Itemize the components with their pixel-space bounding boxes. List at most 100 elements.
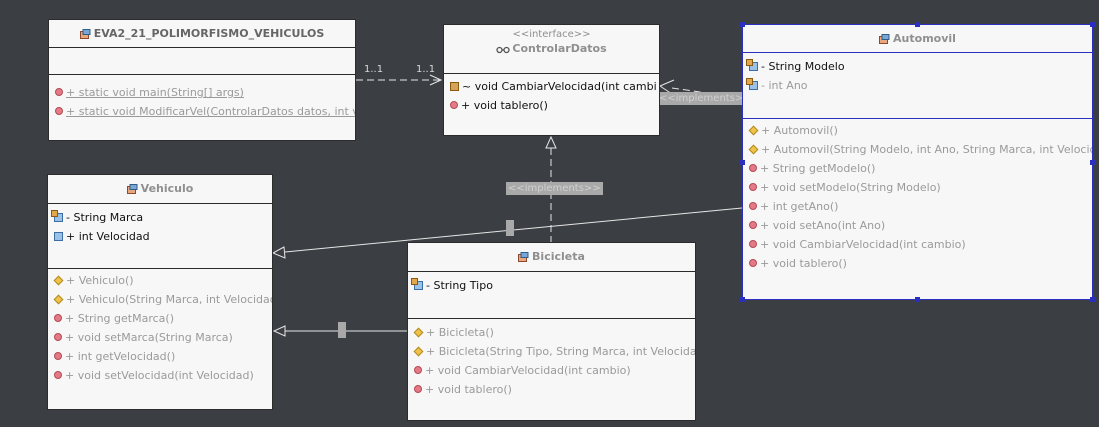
attributes-section — [49, 48, 355, 75]
method-row[interactable]: + int getVelocidad() — [48, 347, 272, 366]
field-icon — [51, 209, 63, 222]
interface-name: ControlarDatos — [512, 42, 607, 55]
constructor-icon — [413, 346, 424, 356]
bicicleta-extends-edge[interactable] — [272, 325, 407, 337]
method-icon — [55, 107, 63, 115]
class-icon — [79, 28, 91, 39]
dependency-edge[interactable] — [356, 74, 443, 86]
method-row[interactable]: + void tablero() — [408, 380, 695, 399]
method-icon — [54, 333, 62, 341]
selection-handle[interactable] — [740, 22, 745, 27]
method-row[interactable]: + Vehiculo(String Marca, int Velocidad — [48, 290, 272, 309]
field-icon — [746, 58, 758, 71]
selection-handle[interactable] — [1090, 22, 1095, 27]
method-row[interactable]: + Automovil(String Modelo, int Ano, Stri… — [743, 140, 1092, 159]
selection-handle[interactable] — [740, 160, 745, 165]
implements-label-bicicleta: <<implements>> — [506, 182, 603, 195]
methods-section: + static void main(String[] args) + stat… — [49, 75, 355, 123]
methods-section: ~ void CambiarVelocidad(int cambi + void… — [444, 74, 659, 117]
method-icon — [54, 314, 62, 322]
constructor-icon — [748, 144, 759, 154]
constructor-icon — [53, 275, 64, 285]
method-icon — [54, 352, 62, 360]
method-icon — [749, 202, 757, 210]
methods-section: + Vehiculo() + Vehiculo(String Marca, in… — [48, 269, 272, 387]
attributes-section: - String Modelo - int Ano — [743, 53, 1092, 119]
selection-handle[interactable] — [740, 297, 745, 302]
class-icon — [126, 183, 138, 194]
selection-handle[interactable] — [1090, 297, 1095, 302]
class-box-main[interactable]: EVA2_21_POLIMORFISMO_VEHICULOS + static … — [48, 19, 356, 141]
class-name: Bicicleta — [532, 250, 585, 263]
method-row[interactable]: + Bicicleta(String Tipo, String Marca, i… — [408, 342, 695, 361]
method-row[interactable]: + void setAno(int Ano) — [743, 216, 1092, 235]
class-icon — [518, 251, 529, 262]
class-name: EVA2_21_POLIMORFISMO_VEHICULOS — [93, 27, 325, 40]
class-header: Bicicleta — [408, 243, 695, 272]
edge-handle[interactable] — [338, 322, 346, 338]
constructor-icon — [413, 327, 424, 337]
class-header: Vehiculo — [48, 175, 272, 204]
field-icon — [54, 231, 63, 241]
class-name: Automovil — [893, 32, 956, 45]
class-box-vehiculo[interactable]: Vehiculo - String Marca + int Velocidad … — [47, 174, 273, 410]
method-row[interactable]: + void CambiarVelocidad(int cambio) — [743, 235, 1092, 254]
method-row[interactable]: + void setModelo(String Modelo) — [743, 178, 1092, 197]
class-header: EVA2_21_POLIMORFISMO_VEHICULOS — [49, 20, 355, 48]
selection-handle[interactable] — [915, 22, 920, 27]
method-row[interactable]: + String getMarca() — [48, 309, 272, 328]
method-row[interactable]: + int getAno() — [743, 197, 1092, 216]
multiplicity-source: 1..1 — [364, 64, 384, 75]
method-icon — [749, 240, 757, 248]
methods-section: + Bicicleta() + Bicicleta(String Tipo, S… — [408, 319, 695, 401]
selection-handle[interactable] — [1090, 160, 1095, 165]
interface-icon — [496, 44, 511, 54]
method-icon — [749, 183, 757, 191]
class-icon — [879, 33, 890, 44]
selection-handle[interactable] — [915, 297, 920, 302]
method-row[interactable]: + static void main(String[] args) — [49, 83, 355, 102]
class-header: Automovil — [743, 25, 1092, 53]
attribute-row[interactable]: - String Modelo — [743, 57, 1092, 76]
class-box-bicicleta[interactable]: Bicicleta - String Tipo + Bicicleta() + … — [407, 242, 696, 421]
method-row[interactable]: + static void ModificarVel(ControlarDato… — [49, 102, 355, 121]
method-icon — [749, 221, 757, 229]
edge-handle[interactable] — [506, 220, 514, 236]
method-icon — [749, 259, 757, 267]
method-row[interactable]: + void CambiarVelocidad(int cambio) — [408, 361, 695, 380]
constructor-icon — [53, 294, 64, 304]
method-row[interactable]: + String getModelo() — [743, 159, 1092, 178]
attributes-section: - String Marca + int Velocidad — [48, 204, 272, 269]
interface-header: <<interface>> ControlarDatos — [444, 29, 659, 74]
method-row[interactable]: + Vehiculo() — [48, 271, 272, 290]
field-icon — [411, 277, 423, 290]
method-row[interactable]: ~ void CambiarVelocidad(int cambi — [444, 77, 659, 96]
attributes-section: - String Tipo — [408, 272, 695, 319]
method-row[interactable]: + Automovil() — [743, 121, 1092, 140]
attribute-row[interactable]: + int Velocidad — [48, 227, 272, 246]
method-row[interactable]: + void setMarca(String Marca) — [48, 328, 272, 347]
methods-section: + Automovil() + Automovil(String Modelo,… — [743, 119, 1092, 275]
method-row[interactable]: + void tablero() — [444, 96, 659, 115]
method-icon — [450, 101, 458, 109]
method-row[interactable]: + Bicicleta() — [408, 323, 695, 342]
field-icon — [746, 77, 758, 90]
method-icon — [54, 371, 62, 379]
class-box-automovil[interactable]: Automovil - String Modelo - int Ano + Au… — [742, 24, 1093, 300]
method-icon — [414, 366, 422, 374]
constructor-icon — [748, 125, 759, 135]
implements-label-automovil: <<implements>> — [657, 92, 754, 105]
package-method-icon — [450, 81, 459, 91]
interface-box[interactable]: <<interface>> ControlarDatos ~ void Camb… — [443, 24, 660, 136]
method-icon — [414, 385, 422, 393]
method-row[interactable]: + void tablero() — [743, 254, 1092, 273]
attribute-row[interactable]: - int Ano — [743, 76, 1092, 95]
class-name: Vehiculo — [140, 182, 194, 195]
multiplicity-target: 1..1 — [416, 64, 436, 75]
interface-stereotype: <<interface>> — [512, 29, 591, 40]
method-row[interactable]: + void setVelocidad(int Velocidad) — [48, 366, 272, 385]
attribute-row[interactable]: - String Tipo — [408, 276, 695, 295]
attribute-row[interactable]: - String Marca — [48, 208, 272, 227]
method-icon — [749, 164, 757, 172]
method-icon — [55, 88, 63, 96]
